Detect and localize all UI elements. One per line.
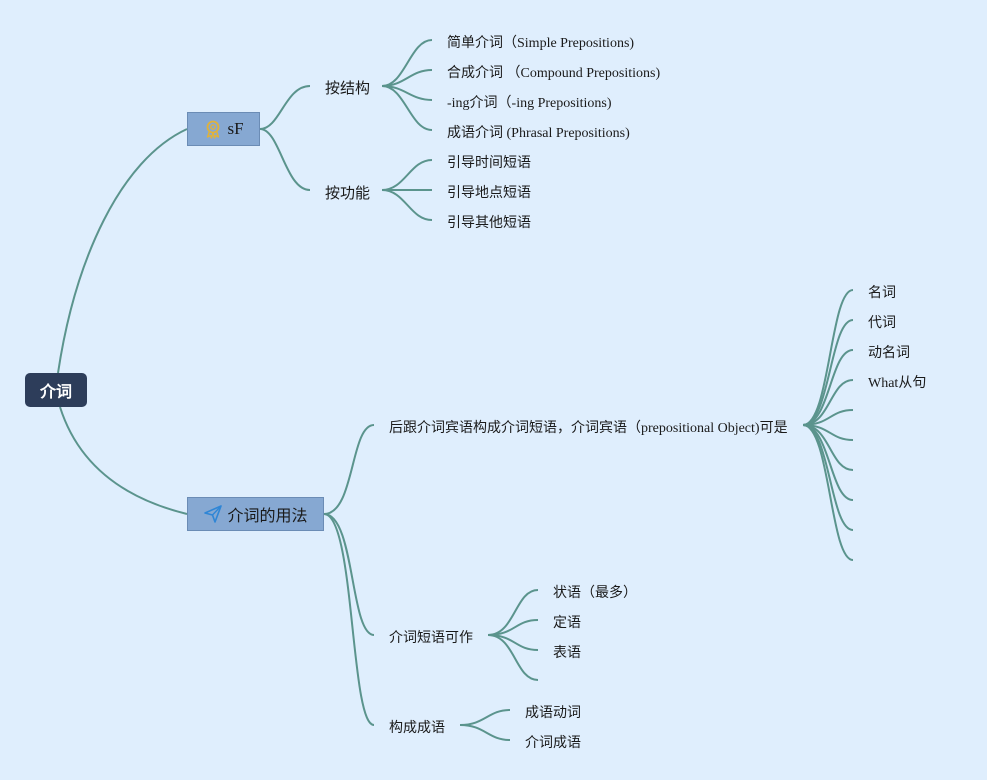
- leaf-other-phrase[interactable]: 引导其他短语: [447, 216, 531, 231]
- group-prepositional-object[interactable]: 后跟介词宾语构成介词短语，介词宾语（prepositional Object)可…: [389, 417, 788, 437]
- leaf-attributive[interactable]: 定语: [553, 616, 581, 631]
- leaf-gerund[interactable]: 动名词: [868, 346, 910, 361]
- leaf-place-phrase[interactable]: 引导地点短语: [447, 186, 531, 201]
- leaf-pronoun[interactable]: 代词: [868, 316, 896, 331]
- link-object-item10: [802, 424, 854, 561]
- main-node-usage-label: 介词的用法: [227, 506, 308, 525]
- main-node-structure[interactable]: sF: [187, 112, 260, 146]
- main-node-usage[interactable]: 介词的用法: [187, 497, 324, 531]
- link-structure-group1: [259, 85, 311, 130]
- link-root-structure: [57, 128, 188, 374]
- link-root-usage: [59, 406, 188, 515]
- leaf-idiom-verb[interactable]: 成语动词: [525, 706, 581, 721]
- link-usage-group1: [323, 424, 375, 515]
- group-by-structure[interactable]: 按结构: [325, 77, 370, 98]
- link-object-item2: [802, 319, 854, 426]
- leaf-predicative[interactable]: 表语: [553, 646, 581, 661]
- root-node[interactable]: 介词: [25, 373, 87, 407]
- leaf-noun[interactable]: 名词: [868, 286, 896, 301]
- leaf-what-clause[interactable]: What从句: [868, 376, 927, 391]
- leaf-adverbial[interactable]: 状语（最多）: [553, 586, 637, 601]
- leaf-simple-prepositions[interactable]: 简单介词（Simple Prepositions): [447, 36, 635, 51]
- leaf-compound-prepositions[interactable]: 合成介词 （Compound Prepositions): [447, 66, 661, 81]
- link-object-item3: [802, 349, 854, 426]
- group-prepositional-object-label: 后跟介词宾语构成介词短语，介词宾语（prepositional Object)可…: [389, 421, 788, 436]
- link-function-item4: [487, 634, 539, 681]
- group-idioms-label: 构成成语: [389, 720, 445, 736]
- group-by-structure-label: 按结构: [325, 79, 371, 97]
- link-idiom-item2: [459, 724, 511, 741]
- leaf-time-phrase[interactable]: 引导时间短语: [447, 156, 531, 171]
- link-object-item9: [802, 424, 854, 531]
- leaf-ing-prepositions[interactable]: -ing介词（-ing Prepositions): [447, 96, 612, 111]
- leaf-prepositional-idiom[interactable]: 介词成语: [525, 736, 581, 751]
- link-group2-item1: [381, 159, 433, 191]
- group-phrase-function[interactable]: 介词短语可作: [389, 627, 473, 647]
- leaf-phrasal-prepositions[interactable]: 成语介词 (Phrasal Prepositions): [447, 126, 630, 141]
- link-object-item1: [802, 289, 854, 426]
- root-label: 介词: [39, 382, 72, 401]
- main-node-structure-label: sF: [227, 119, 244, 138]
- group-idioms[interactable]: 构成成语: [389, 717, 445, 737]
- award-badge-icon: [203, 119, 223, 139]
- paper-plane-icon: [203, 504, 223, 524]
- link-usage-group2: [323, 513, 375, 636]
- link-structure-group2: [259, 128, 311, 191]
- group-phrase-function-label: 介词短语可作: [389, 630, 473, 646]
- link-idiom-item1: [459, 709, 511, 726]
- link-group1-item4: [381, 85, 433, 131]
- link-group2-item3: [381, 189, 433, 221]
- group-by-function[interactable]: 按功能: [325, 182, 370, 203]
- link-usage-group3: [323, 513, 375, 726]
- group-by-function-label: 按功能: [325, 184, 371, 202]
